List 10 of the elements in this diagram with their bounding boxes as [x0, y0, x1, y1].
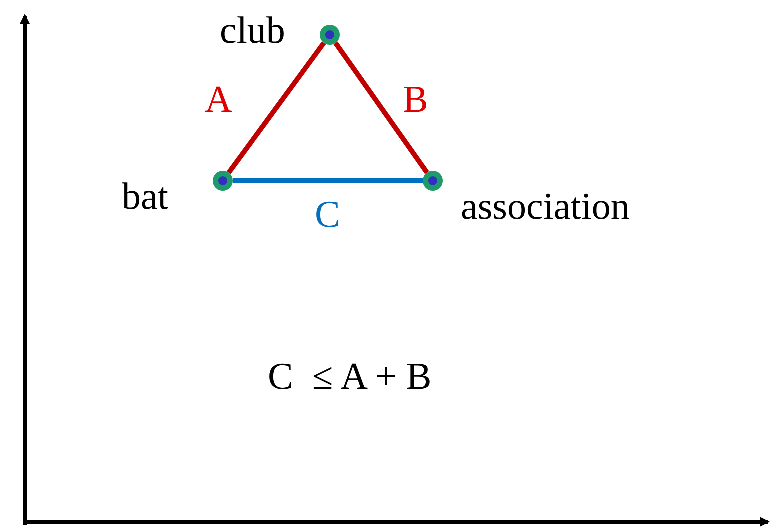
vertex-label: club: [220, 11, 286, 51]
line-segment: [226, 42, 326, 174]
vertex-label: association: [461, 187, 630, 227]
vertex-label: bat: [122, 177, 168, 217]
edge-label: A: [205, 80, 232, 120]
edge-label: C: [315, 195, 340, 235]
edge-label: B: [403, 80, 428, 120]
line-segment: [334, 42, 430, 174]
inequality-formula: C ≤ A + B: [268, 357, 432, 397]
line-segment: [233, 178, 423, 184]
